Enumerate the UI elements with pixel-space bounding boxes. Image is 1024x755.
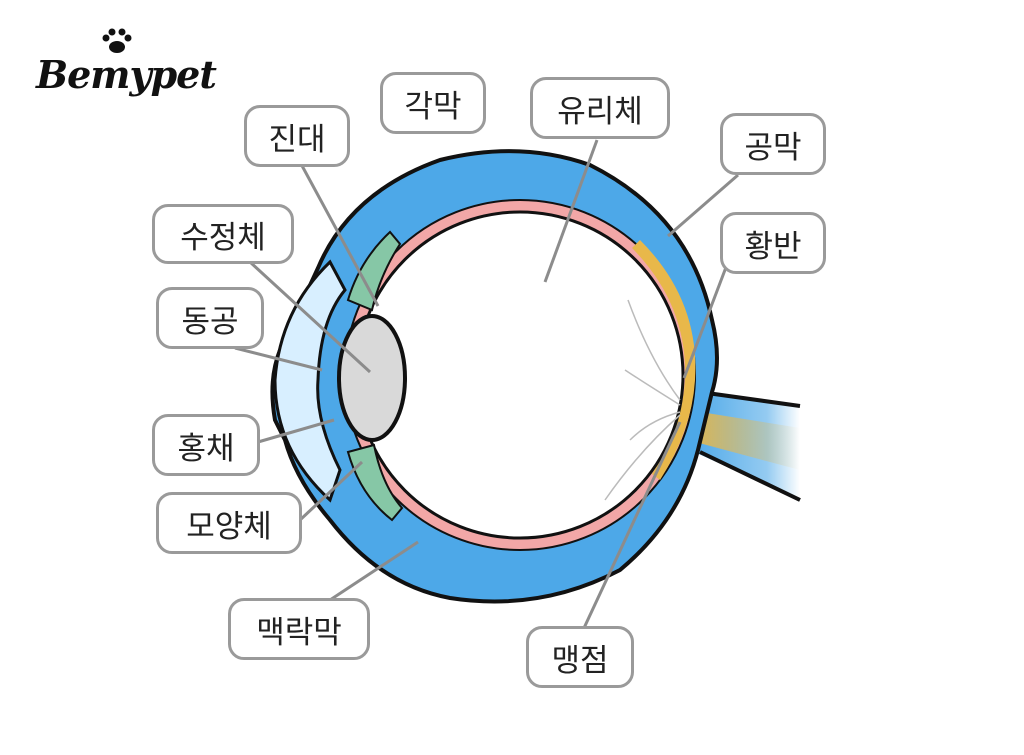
label-zonule: 진대 xyxy=(244,105,350,167)
label-cornea: 각막 xyxy=(380,72,486,134)
leader-lines xyxy=(234,139,739,629)
optic-nerve-core xyxy=(688,410,800,470)
label-blind-spot: 맹점 xyxy=(526,626,634,688)
label-lens: 수정체 xyxy=(152,204,294,264)
label-choroid: 맥락막 xyxy=(228,598,370,660)
lens-shape xyxy=(337,314,407,442)
ciliary-upper xyxy=(346,230,402,312)
cornea-shape xyxy=(273,259,347,503)
retina-shape xyxy=(632,240,696,480)
label-sclera: 공막 xyxy=(720,113,826,175)
label-vitreous: 유리체 xyxy=(530,77,670,139)
label-tapetum: 황반 xyxy=(720,212,826,274)
label-ciliary: 모양체 xyxy=(156,492,302,554)
label-pupil: 동공 xyxy=(156,287,264,349)
paw-icon xyxy=(102,28,132,53)
brand-logo: Bemypet xyxy=(36,52,217,97)
label-iris: 홍채 xyxy=(152,414,260,476)
